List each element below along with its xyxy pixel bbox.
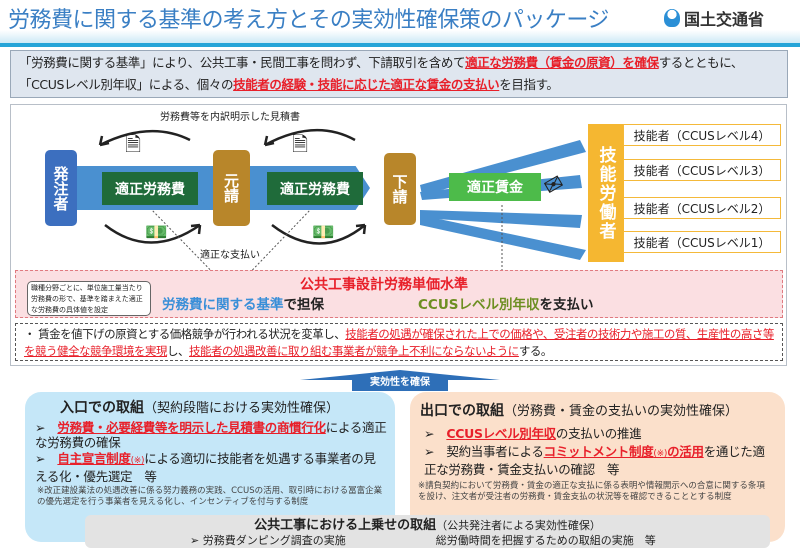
entry-note: ※改正建設業法の処遇改善に係る努力義務の実践、CCUSの活用、取引時における冨富… <box>37 486 383 507</box>
ccus-tail: を支払い <box>539 297 594 313</box>
public-works-subtitle: （公共発注者による実効性確保） <box>436 519 601 532</box>
intro-highlight: 適正な労務費（賃金の原資）を確保 <box>465 55 659 70</box>
level-box: 技能者（CCUSレベル2） <box>623 197 781 219</box>
flow-diagram <box>10 104 787 366</box>
pink-title: 公共工事設計労務単価水準 <box>300 277 468 293</box>
note-text: し、 <box>167 344 190 358</box>
entry-subtitle: （契約段階における実効性確保） <box>144 401 340 416</box>
intro-text: 「労務費に関する基準」により、公共工事・民間工事を問わず、下請取引を含めて <box>19 55 466 70</box>
competition-note: ・ 賃金を値下げの原資とする価格競争が行われる状況を変革し、技能者の処遇が確保さ… <box>15 323 783 361</box>
money-icon: 💵 <box>145 222 168 243</box>
intro-text: するとともに、「CCUSレベル別年収」による、個々の <box>19 55 744 92</box>
level-box: 技能者（CCUSレベル4） <box>623 124 781 146</box>
item-highlight: の活用 <box>667 444 704 459</box>
entry-panel: 入口での取組（契約段階における実効性確保） ➢ 労務費・必要経費等を明示した見積… <box>25 392 395 542</box>
item-highlight: 労務費・必要経費等を明示した見積書の商慣行化 <box>57 420 326 435</box>
document-icon: 🗎 <box>125 132 142 156</box>
item-highlight: CCUSレベル別年収 <box>446 426 556 441</box>
effect-label: 実効性を確保 <box>352 375 448 391</box>
prime-contractor-box: 元請 <box>213 150 250 226</box>
public-works-item: 総労働時間を把握するための取組の実施 等 <box>435 534 656 547</box>
item-text: 労務費ダンピング調査の実施 <box>202 534 346 547</box>
header-line <box>0 43 800 47</box>
workers-box: 技能労働者 <box>588 124 624 262</box>
entry-item: ➢ 自主宣言制度(※)による適切に技能者を処遇する事業者の見える化・優先選定 等 <box>35 451 376 484</box>
orderer-box: 発注者 <box>45 150 77 226</box>
wage-box: 適正賃金 <box>449 173 541 201</box>
exit-title-text: 出口での取組 <box>420 403 504 419</box>
item-mark: (※) <box>130 456 145 466</box>
item-text: による適切に技能者を処遇する事業者の見える化・優先選定 等 <box>35 451 376 484</box>
document-icon: 🗎 <box>292 132 309 156</box>
note-highlight: 技能者の処遇改善に取り組む事業者が競争上不利にならないように <box>189 344 519 358</box>
entry-title: 入口での取組（契約段階における実効性確保） <box>60 397 395 417</box>
item-text: 契約当事者による <box>446 444 544 459</box>
ccus-text: CCUSレベル別年収を支払い <box>418 293 594 313</box>
estimate-label: 労務費等を内訳明示した見積書 <box>160 112 300 123</box>
item-text: による適正な労務費の確保 <box>35 420 387 450</box>
exit-subtitle: （労務費・賃金の支払いの実効性確保） <box>504 404 739 419</box>
callout: 職種分野ごとに、単位施工量当たり労務費の形で、基準を踏まえた適正な労務費の具体値… <box>27 281 151 316</box>
payment-label: 適正な支払い <box>200 250 260 261</box>
subcontractor-box: 下請 <box>384 153 416 225</box>
fee-box: 適正労務費 <box>267 172 363 205</box>
exit-item: ➢ 契約当事者によるコミットメント制度(※)の活用を通じた適正な労務費・賃金支払… <box>424 444 765 477</box>
logo-text: 国土交通省 <box>684 10 765 29</box>
entry-title-text: 入口での取組 <box>60 400 144 416</box>
public-works-items: ➢ 労務費ダンピング調査の実施 総労働時間を把握するための取組の実施 等 <box>190 534 770 548</box>
item-highlight: コミットメント制度 <box>543 444 654 459</box>
mlit-logo: 国土交通省 <box>664 6 764 30</box>
fee-box: 適正労務費 <box>102 172 198 205</box>
ccus-highlight: CCUSレベル別年収 <box>418 297 540 313</box>
public-works-title-text: 公共工事における上乗せの取組 <box>254 518 437 533</box>
level-box: 技能者（CCUSレベル3） <box>623 159 781 181</box>
standard-tail: で担保 <box>283 297 325 313</box>
exit-item: ➢ CCUSレベル別年収の支払いの推進 <box>424 426 642 441</box>
standard-text: 労務費に関する基準で担保 <box>162 293 324 313</box>
note-text: ・ 賃金を値下げの原資とする価格競争が行われる状況を変革し、 <box>24 327 346 341</box>
intro-highlight: 技能者の経験・技能に応じた適正な賃金の支払い <box>233 77 500 92</box>
public-works-panel: 公共工事における上乗せの取組（公共発注者による実効性確保） ➢ 労務費ダンピング… <box>85 515 770 548</box>
intro-box: 「労務費に関する基準」により、公共工事・民間工事を問わず、下請取引を含めて適正な… <box>10 50 788 98</box>
intro-text: を目指す。 <box>499 77 559 92</box>
public-works-title: 公共工事における上乗せの取組（公共発注者による実効性確保） <box>85 516 770 534</box>
item-text: を通じた適正な労務費・賃金支払いの確認 等 <box>424 444 765 477</box>
money-icon: 💵 <box>312 222 335 243</box>
curved-arrow <box>99 129 191 147</box>
exit-title: 出口での取組（労務費・賃金の支払いの実効性確保） <box>420 400 785 420</box>
item-highlight: 自主宣言制度 <box>57 451 131 466</box>
header-band <box>0 30 800 43</box>
note-highlight: 技能者の処遇が確保された上での価格や、受注者の技術力や施工の質、生産性の高さ等を… <box>24 327 774 358</box>
public-works-item: ➢ 労務費ダンピング調査の実施 <box>190 534 346 547</box>
item-mark: (※) <box>653 449 668 459</box>
note-text: する。 <box>518 344 553 358</box>
standard-highlight: 労務費に関する基準 <box>162 297 284 313</box>
page-title: 労務費に関する基準の考え方とその実効性確保策のパッケージ <box>8 8 609 33</box>
item-text: の支払いの推進 <box>555 426 642 441</box>
exit-note: ※請負契約において労務費・賃金の適正な支払に係る表明や情報開示への合意に関する条… <box>418 481 765 502</box>
level-box: 技能者（CCUSレベル1） <box>623 231 781 253</box>
logo-icon <box>664 9 680 27</box>
entry-item: ➢ 労務費・必要経費等を明示した見積書の商慣行化による適正な労務費の確保 <box>35 420 387 450</box>
